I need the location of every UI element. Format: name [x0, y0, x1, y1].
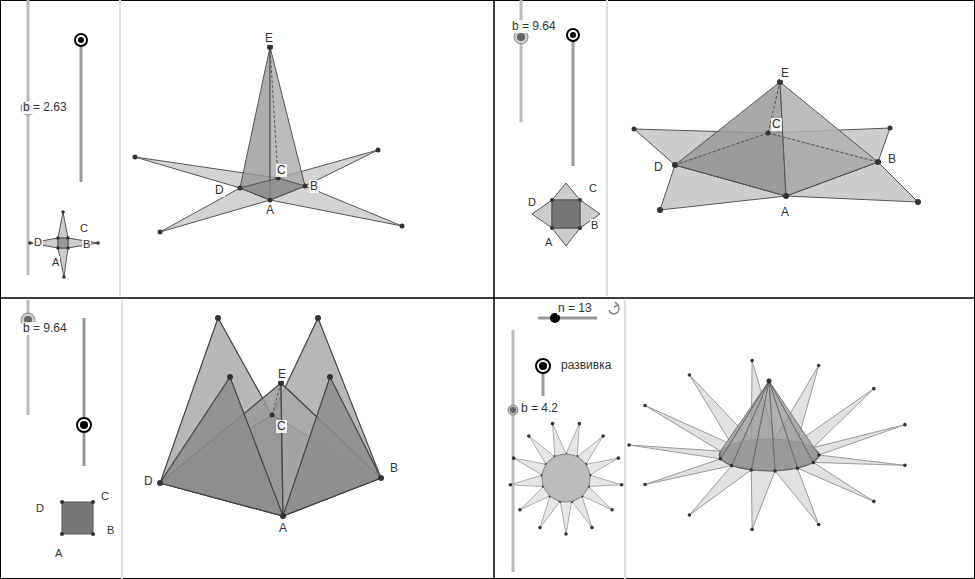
net-petal: [751, 470, 775, 529]
point-label-small: B: [590, 219, 599, 232]
net-petal: [566, 424, 579, 457]
point: [509, 483, 513, 487]
pyramid-13: [627, 359, 907, 531]
net-star: [509, 422, 624, 536]
net-petal: [813, 455, 905, 465]
point: [643, 483, 647, 487]
net-petal: [514, 458, 547, 475]
point: [564, 532, 568, 536]
point: [750, 359, 754, 363]
pyramid-face: [720, 381, 769, 466]
point-label: B: [309, 180, 319, 193]
slider-value: b = 9.64: [511, 20, 557, 33]
point: [578, 422, 582, 426]
point-label-small: C: [79, 222, 89, 235]
point-label: C: [771, 118, 782, 131]
point: [817, 364, 821, 368]
net-base: [542, 454, 590, 502]
point: [538, 526, 542, 530]
point-label: E: [780, 67, 790, 80]
point-label-small: C: [100, 490, 110, 503]
point: [730, 464, 734, 468]
point-label-small: D: [35, 502, 45, 515]
point: [590, 526, 594, 530]
slider-value: b = 9.64: [22, 322, 68, 335]
point-label: C: [276, 420, 287, 433]
point: [719, 457, 723, 461]
point-label-small: B: [106, 524, 115, 537]
apex-point: [767, 379, 772, 384]
point: [620, 483, 624, 487]
point-label: B: [389, 462, 399, 475]
point-label: C: [276, 164, 287, 177]
point: [872, 500, 876, 504]
point-label-small: A: [51, 256, 60, 269]
point-label-small: A: [544, 236, 553, 249]
point-label-small: D: [33, 236, 43, 249]
point: [817, 523, 821, 527]
point-label: E: [264, 32, 274, 45]
slider-value: n = 13: [557, 302, 593, 315]
checkbox-label: развивка: [560, 359, 612, 372]
point: [773, 469, 777, 473]
point: [811, 461, 815, 465]
point: [643, 404, 647, 408]
point: [617, 456, 621, 460]
net-petal: [775, 468, 819, 524]
point: [903, 423, 907, 427]
point: [872, 387, 876, 391]
net-petal: [510, 475, 543, 486]
point: [610, 508, 614, 512]
pyramid-face: [720, 381, 769, 459]
point: [817, 453, 821, 457]
point-label: A: [278, 522, 288, 535]
point: [518, 508, 522, 512]
point: [903, 464, 907, 468]
point: [527, 434, 531, 438]
point: [601, 434, 605, 438]
point: [551, 422, 555, 426]
net-petal: [553, 424, 566, 457]
point-label: D: [214, 184, 225, 197]
point: [512, 456, 516, 460]
point-label: E: [277, 368, 287, 381]
point-label-small: C: [588, 182, 598, 195]
net-petal: [560, 501, 571, 534]
net-petal: [813, 425, 905, 455]
net-petal: [689, 466, 751, 515]
point-label: B: [887, 153, 897, 166]
point: [688, 373, 692, 377]
point: [627, 443, 631, 447]
point-label: A: [780, 206, 790, 219]
slider-value: b = 4.2: [520, 402, 559, 415]
point-label-small: D: [527, 196, 537, 209]
net-petal: [629, 445, 720, 459]
net-petal: [588, 475, 621, 486]
net-petal: [586, 458, 619, 475]
point-label: D: [143, 475, 154, 488]
net-petal: [797, 462, 873, 501]
net-petal: [645, 405, 732, 451]
point: [750, 528, 754, 532]
point-label: D: [653, 161, 664, 174]
slider-value: b = 2.63: [22, 101, 68, 114]
point: [796, 466, 800, 470]
point: [688, 513, 692, 517]
point-label-small: A: [54, 547, 63, 560]
point-label: A: [265, 204, 275, 217]
point: [749, 468, 753, 472]
point-label-small: B: [82, 238, 91, 251]
